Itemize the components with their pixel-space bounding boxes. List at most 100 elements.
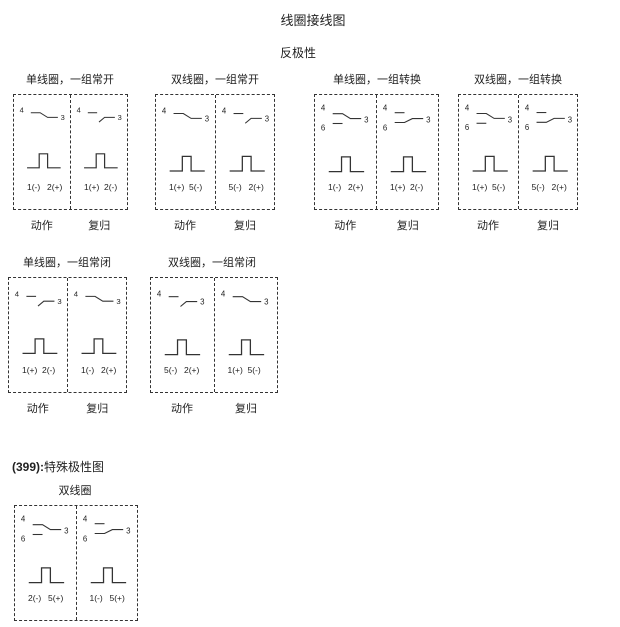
group-title: 双线圈，一组常闭 — [168, 256, 256, 269]
terminal-3: 3 — [126, 527, 131, 536]
contact-diagram: 463 — [321, 104, 369, 173]
terminal-3: 3 — [264, 298, 269, 307]
pulse-icon — [328, 156, 365, 173]
pulse-icon — [228, 339, 264, 356]
terminal-3: 3 — [116, 297, 120, 306]
terminal-polarity-label: 2(+) — [348, 182, 364, 192]
switch-contact-icon: 43 — [15, 289, 62, 307]
pulse-icon — [229, 155, 265, 172]
switch-contact-icon: 463 — [465, 104, 512, 133]
switch-contact-icon: 43 — [220, 290, 268, 307]
terminal-polarity-label: 1(+) — [84, 182, 100, 192]
terminal-6: 6 — [321, 123, 326, 132]
action-caption: 动作 — [334, 219, 357, 232]
group-title: 双线圈 — [58, 484, 92, 497]
switch-contact-icon: 43 — [77, 106, 122, 123]
terminal-polarity-label: 5(-) — [492, 182, 506, 192]
terminal-6: 6 — [21, 534, 26, 543]
pulse-icon — [169, 155, 205, 172]
contact-diagram: 43 — [74, 289, 121, 355]
switch-contact-icon: 463 — [82, 515, 130, 544]
group-title: 单线圈，一组常闭 — [23, 256, 111, 269]
terminal-4: 4 — [77, 106, 81, 115]
terminal-4: 4 — [74, 289, 79, 298]
terminal-polarity-label: 2(+) — [248, 182, 264, 192]
terminal-3: 3 — [64, 527, 69, 536]
terminal-polarity-label: 5(+) — [109, 593, 125, 603]
terminal-polarity-label: 2(-) — [410, 182, 424, 192]
page-subtitle: 反极性 — [279, 46, 317, 60]
terminal-3: 3 — [508, 115, 512, 124]
terminal-polarity-label: 5(-) — [164, 365, 178, 375]
switch-contact-icon: 463 — [383, 104, 431, 133]
reset-caption: 复归 — [86, 402, 109, 415]
terminal-6: 6 — [383, 123, 388, 132]
reset-caption: 复归 — [235, 402, 257, 415]
action-caption: 动作 — [174, 219, 196, 232]
group-title: 单线圈，一组常开 — [26, 73, 114, 86]
terminal-polarity-label: 2(-) — [42, 365, 56, 375]
group-title: 单线圈，一组转换 — [333, 73, 421, 86]
terminal-3: 3 — [205, 114, 209, 123]
terminal-polarity-label: 1(+) — [472, 182, 488, 192]
switch-contact-icon: 43 — [20, 106, 65, 122]
contact-diagram: 43 — [220, 290, 269, 356]
switch-contact-icon: 43 — [157, 290, 205, 307]
pulse-icon — [84, 153, 118, 169]
terminal-3: 3 — [61, 113, 65, 122]
terminal-polarity-label: 5(-) — [189, 182, 203, 192]
switch-contact-icon: 43 — [162, 107, 209, 124]
terminal-polarity-label: 2(+) — [47, 182, 63, 192]
pulse-icon — [81, 338, 117, 355]
terminal-6: 6 — [465, 123, 469, 132]
terminal-polarity-label: 5(-) — [531, 182, 545, 192]
terminal-polarity-label: 5(+) — [48, 593, 64, 603]
action-caption: 动作 — [477, 219, 499, 232]
terminal-3: 3 — [567, 115, 571, 124]
terminal-polarity-label: 1(+) — [169, 182, 185, 192]
contact-diagram: 463 — [465, 104, 512, 172]
special-heading-text: 特殊极性图 — [44, 460, 105, 474]
terminal-polarity-label: 2(-) — [104, 182, 118, 192]
terminal-4: 4 — [157, 290, 162, 299]
page-title: 线圈接线图 — [280, 14, 346, 29]
terminal-polarity-label: 1(+) — [227, 365, 243, 375]
terminal-3: 3 — [264, 114, 268, 123]
terminal-4: 4 — [220, 290, 225, 299]
switch-contact-icon: 43 — [74, 289, 121, 306]
terminal-4: 4 — [383, 104, 388, 113]
reset-caption: 复归 — [88, 219, 111, 232]
terminal-4: 4 — [15, 289, 20, 298]
terminal-polarity-label: 2(-) — [28, 593, 42, 603]
pulse-icon — [532, 155, 568, 172]
terminal-polarity-label: 5(-) — [228, 182, 242, 192]
terminal-6: 6 — [524, 123, 528, 132]
pulse-icon — [27, 153, 61, 169]
terminal-polarity-label: 1(+) — [390, 182, 406, 192]
contact-diagram: 43 — [157, 290, 205, 356]
terminal-polarity-label: 1(-) — [328, 182, 342, 192]
terminal-polarity-label: 1(+) — [22, 365, 38, 375]
pulse-icon — [22, 338, 58, 355]
pulse-icon — [390, 156, 427, 173]
switch-contact-icon: 463 — [321, 104, 369, 133]
contact-diagram: 43 — [221, 107, 269, 172]
terminal-polarity-label: 2(+) — [101, 365, 117, 375]
